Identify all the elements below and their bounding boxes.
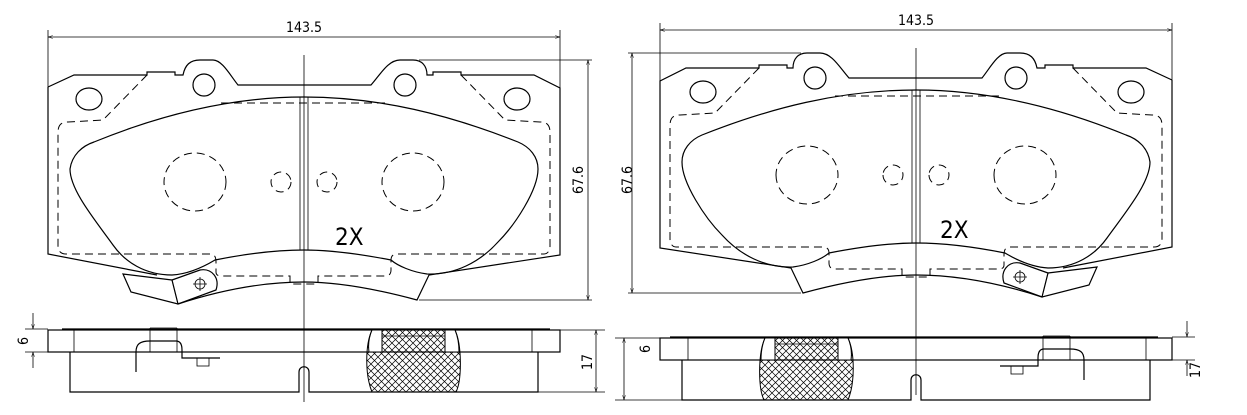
front-view-pad-outline: [628, 23, 1172, 395]
side-view-pad-outline: [615, 321, 1195, 400]
total-thickness-label: 17: [580, 354, 596, 370]
side-view-pad-outline: [25, 313, 605, 392]
height-dimension-label: 67.6: [571, 166, 587, 194]
width-dimension-label: 143.5: [286, 20, 322, 36]
total-thickness-label: 17: [1188, 362, 1204, 378]
plate-thickness-label: 6: [638, 345, 654, 353]
height-dimension-label: 67.6: [620, 166, 636, 194]
plate-thickness-label: 6: [16, 337, 32, 345]
width-dimension-label: 143.5: [898, 13, 934, 29]
quantity-label: 2X: [335, 223, 364, 251]
front-view-pad-outline: [48, 30, 592, 402]
quantity-label: 2X: [940, 216, 969, 244]
right-drawing: 143.5 67.6 2X 6 17: [615, 13, 1204, 400]
left-drawing: 143.5 67.6 2X 6 17: [16, 20, 605, 402]
